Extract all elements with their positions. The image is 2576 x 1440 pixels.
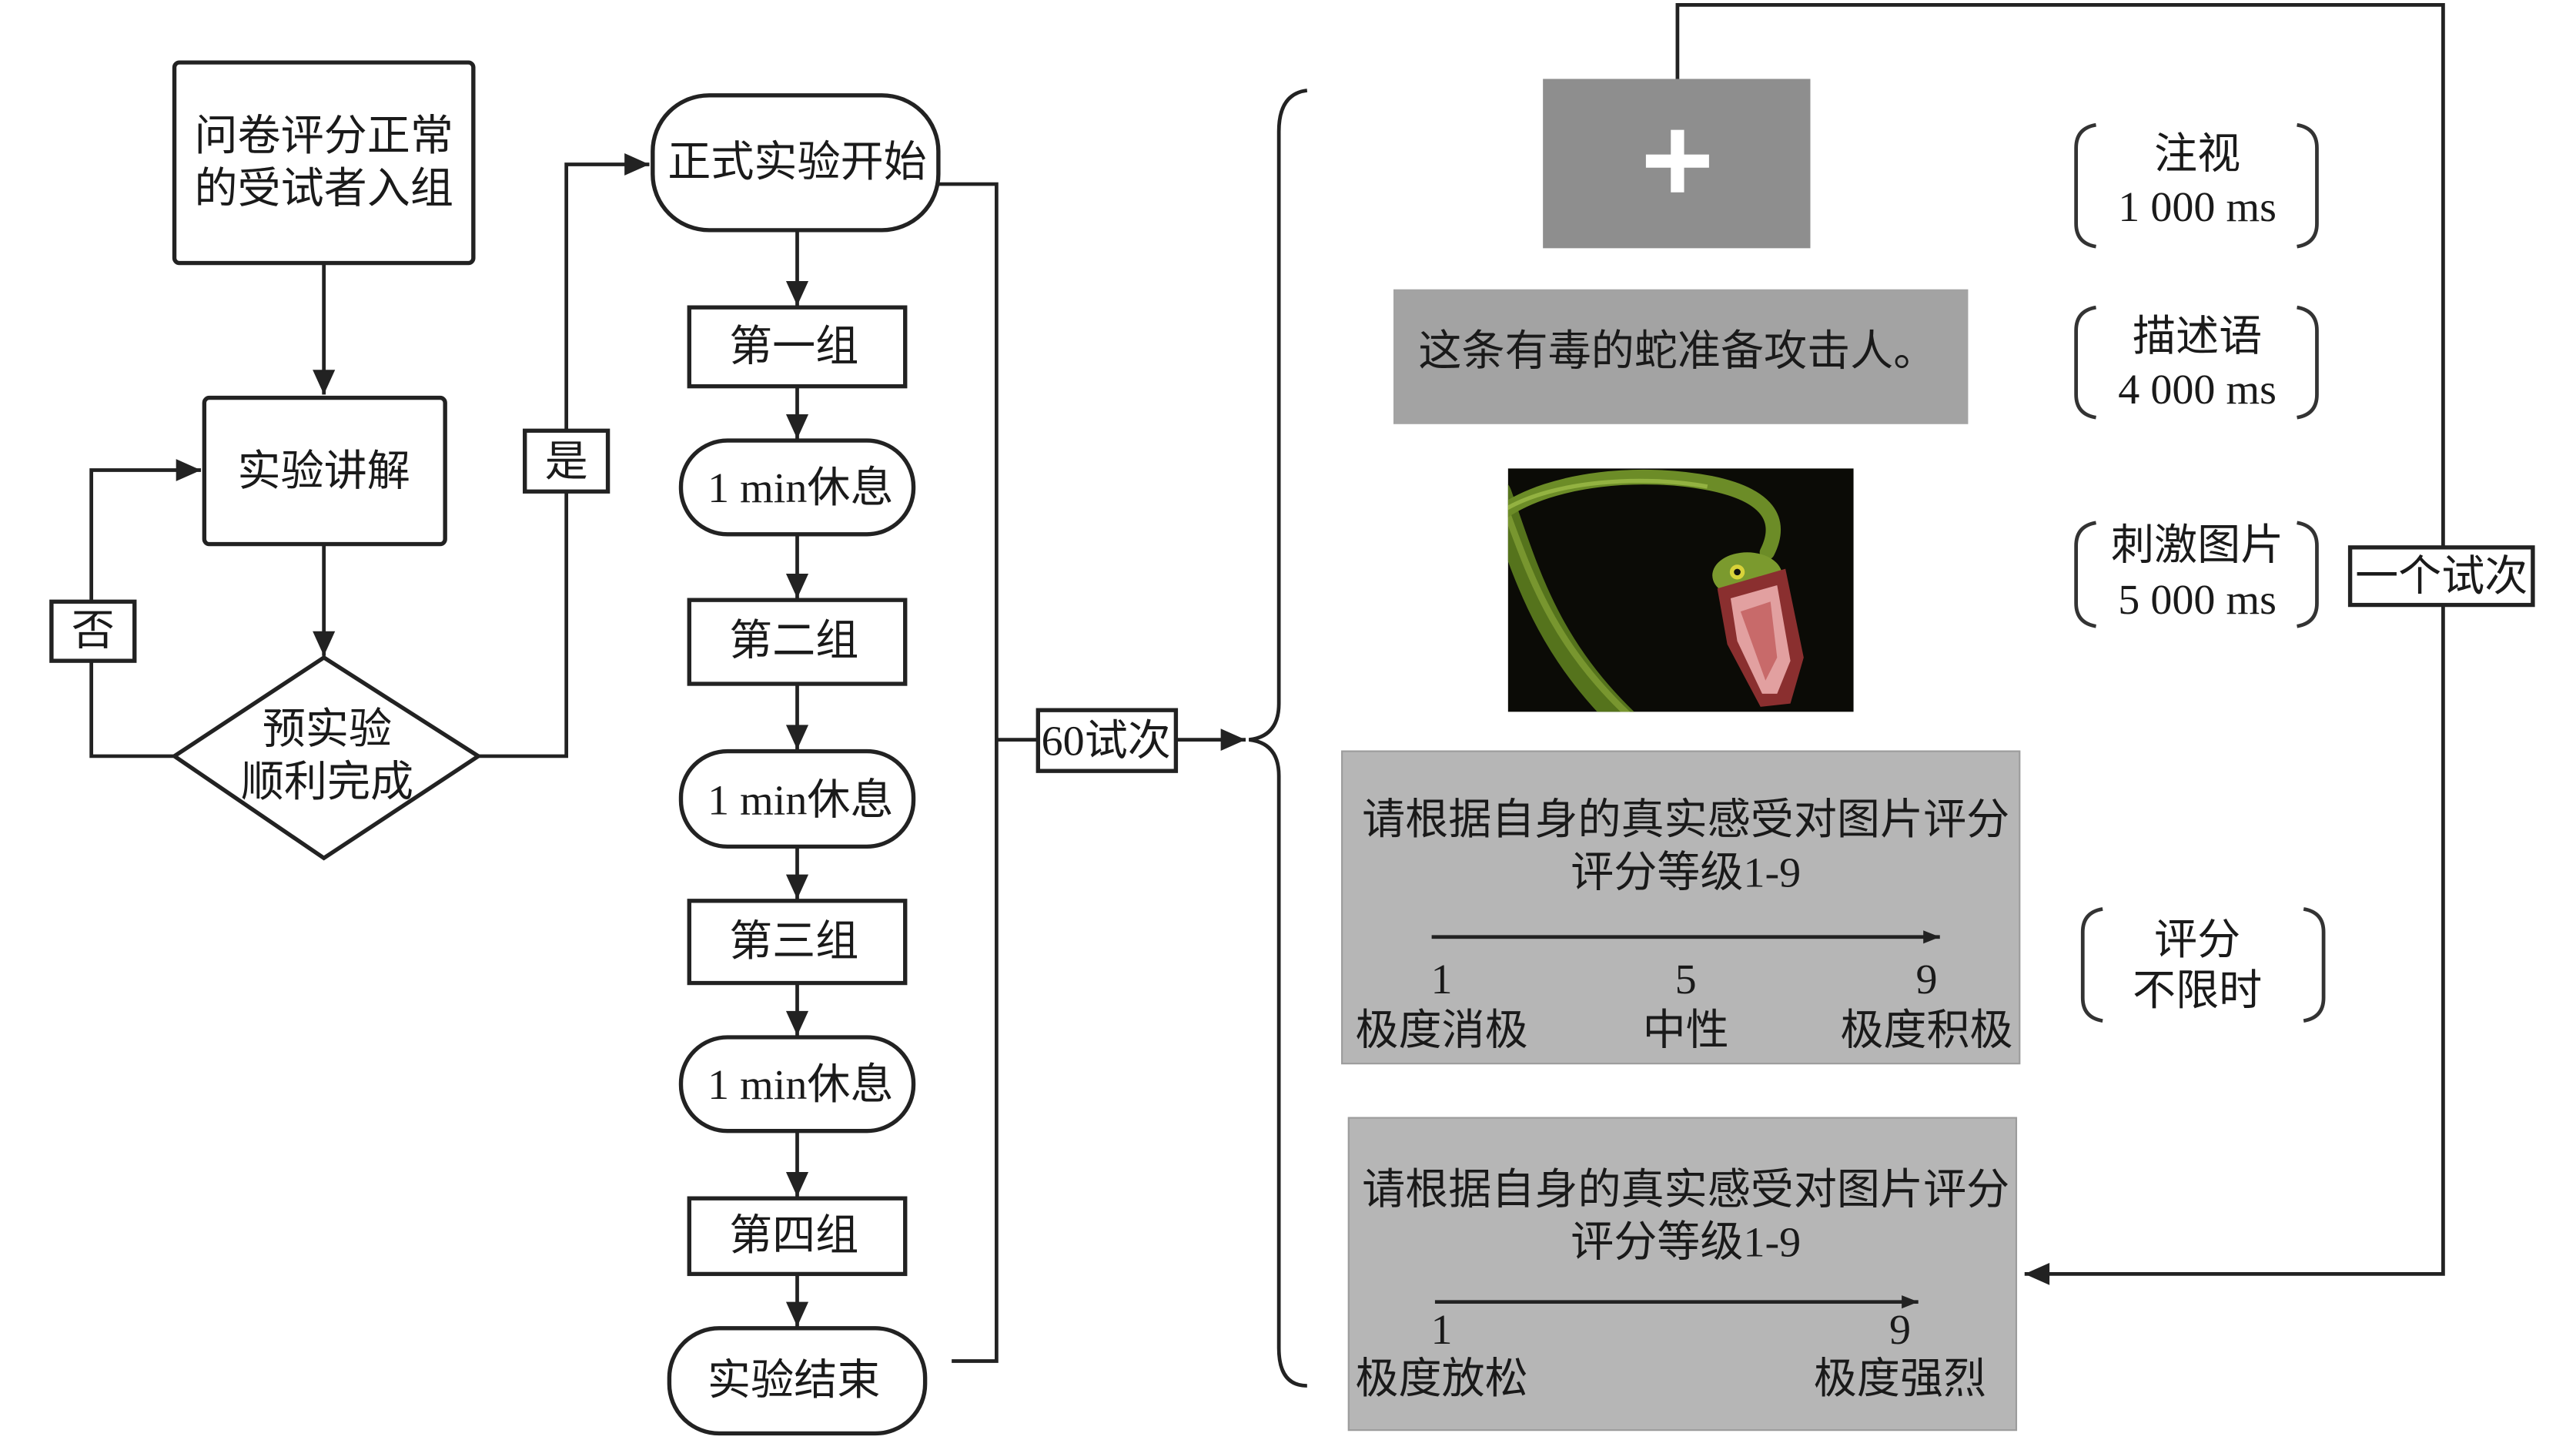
arousal-scale-label-high: 极度强烈 — [1814, 1355, 1986, 1403]
phase-rating-right-bracket — [2303, 907, 2326, 1023]
phase-rating: 评分 不限时 — [2080, 907, 2326, 1023]
phase-sentence-left-bracket — [2074, 305, 2097, 420]
valence-scale-value-5: 5 — [1675, 956, 1697, 1003]
phase-fixation-duration: 1 000 ms — [2118, 183, 2277, 231]
group-4-label: 第四组 — [729, 1212, 858, 1260]
phase-rating-left-bracket — [2080, 907, 2103, 1023]
phase-fixation: 注视 1 000 ms — [2074, 122, 2319, 249]
formal-experiment-start-label: 正式实验开始 — [667, 139, 926, 186]
arousal-rating-panel — [1347, 1117, 2018, 1432]
trials-count-label: 60试次 — [1042, 718, 1171, 765]
phase-rating-name: 评分 — [2154, 916, 2240, 964]
fixation-cross-icon — [1645, 129, 1709, 193]
group-3-box — [687, 899, 908, 986]
trial-loop-arrow — [1675, 3, 2445, 1285]
group-2-label: 第二组 — [729, 618, 858, 665]
phase-sentence: 描述语 4 000 ms — [2074, 305, 2319, 420]
group-4-box — [687, 1196, 908, 1277]
phase-fixation-name: 注视 — [2154, 131, 2240, 179]
phase-sentence-right-bracket — [2297, 305, 2319, 420]
phase-stimulus-duration: 5 000 ms — [2118, 576, 2277, 624]
phase-stimulus-name: 刺激图片 — [2111, 522, 2283, 570]
sentence-text: 这条有毒的蛇准备攻击人。 — [1418, 328, 1936, 376]
yes-branch-box — [523, 428, 611, 494]
no-branch-box — [49, 599, 137, 663]
snake-photo — [1507, 468, 1854, 712]
rest-3-label: 1 min休息 — [708, 1061, 893, 1109]
session-bracket — [938, 182, 999, 1363]
arousal-prompt-line-2: 评分等级1-9 — [1571, 1219, 1801, 1267]
one-trial-label: 一个试次 — [2355, 553, 2527, 601]
enrollment-box — [172, 60, 476, 266]
valence-scale-value-1: 1 — [1431, 956, 1453, 1003]
arousal-scale-value-1: 1 — [1431, 1306, 1453, 1354]
experiment-end-box — [667, 1326, 928, 1436]
group-2-box — [687, 598, 908, 686]
rest-1-label: 1 min休息 — [708, 464, 893, 512]
enrollment-label-line-1: 问卷评分正常 — [194, 112, 453, 160]
group-1-label: 第一组 — [729, 323, 858, 371]
valence-scale-label-high: 极度积极 — [1840, 1007, 2012, 1055]
pretest-decision-diamond — [170, 655, 483, 861]
no-branch-label: 否 — [72, 608, 115, 655]
sentence-panel — [1393, 289, 1969, 424]
yes-branch-label: 是 — [545, 438, 588, 486]
phase-stimulus-right-bracket — [2297, 521, 2319, 628]
pretest-label-line-2: 顺利完成 — [241, 759, 413, 806]
phase-stimulus-left-bracket — [2074, 521, 2097, 628]
group-1-box — [687, 305, 908, 389]
valence-scale-value-9: 9 — [1915, 956, 1937, 1003]
valence-prompt-line-2: 评分等级1-9 — [1571, 849, 1801, 897]
valence-rating-panel — [1341, 750, 2021, 1065]
valence-scale-label-low: 极度消极 — [1355, 1007, 1527, 1055]
phase-rating-duration: 不限时 — [2133, 967, 2262, 1015]
arousal-prompt-line-1: 请根据自身的真实感受对图片评分 — [1362, 1167, 2009, 1214]
phase-stimulus: 刺激图片 5 000 ms — [2074, 521, 2319, 628]
trial-curly-brace — [1248, 89, 1308, 1388]
explanation-label: 实验讲解 — [238, 448, 410, 496]
arousal-scale-label-low: 极度放松 — [1355, 1355, 1527, 1403]
pretest-label-line-1: 预实验 — [263, 706, 392, 754]
valence-prompt-line-1: 请根据自身的真实感受对图片评分 — [1362, 796, 2009, 844]
arousal-scale-value-9: 9 — [1889, 1306, 1911, 1354]
phase-sentence-name: 描述语 — [2133, 313, 2262, 361]
one-trial-box — [2347, 545, 2535, 608]
valence-scale-label-mid: 中性 — [1643, 1007, 1729, 1055]
phase-fixation-left-bracket — [2074, 122, 2097, 249]
phase-sentence-duration: 4 000 ms — [2118, 366, 2277, 414]
experiment-end-label: 实验结束 — [708, 1357, 880, 1405]
phase-fixation-right-bracket — [2297, 122, 2319, 249]
trials-count-box — [1035, 708, 1179, 773]
group-3-label: 第三组 — [729, 918, 858, 966]
rest-2-label: 1 min休息 — [708, 777, 893, 825]
enrollment-label-line-2: 的受试者入组 — [194, 166, 453, 213]
